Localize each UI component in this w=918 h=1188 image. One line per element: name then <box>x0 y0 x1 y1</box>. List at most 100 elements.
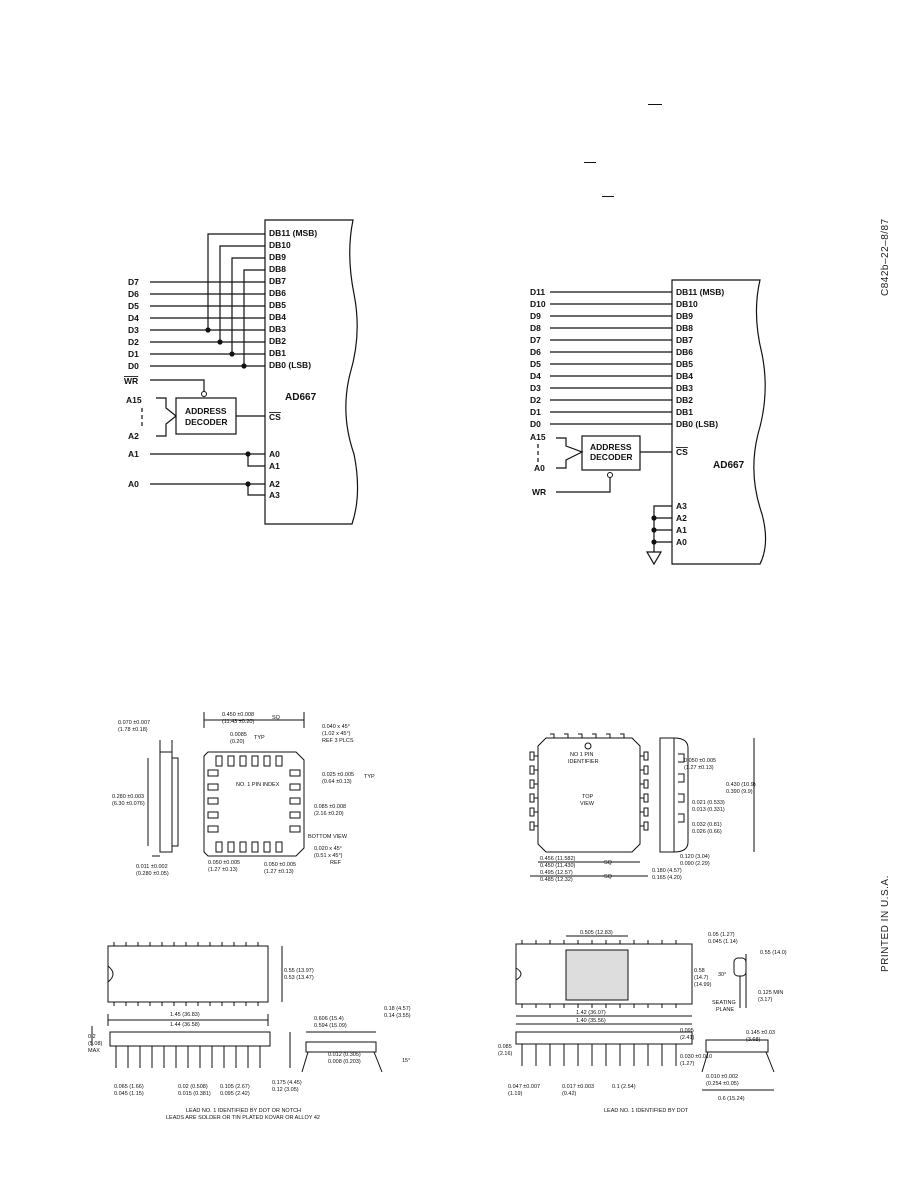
address-low-label: A0 <box>534 463 545 473</box>
dim-text: 0.032 (0.81) <box>692 822 722 828</box>
pin-label: DB11 (MSB) <box>269 228 317 238</box>
dim-text: 1.45 (36.83) <box>170 1012 200 1018</box>
dim-text: 0.025 ±0.005 <box>322 772 354 778</box>
note-text: LEAD NO. 1 IDENTIFIED BY DOT <box>604 1108 689 1114</box>
dim-text: (1.78 ±0.18) <box>118 727 148 733</box>
dim-text: (2.41) <box>680 1035 695 1041</box>
bus-label: D1 <box>128 349 139 359</box>
lcc-package-outline: 0.070 ±0.007 (1.78 ±0.18) 0.450 ±0.008 (… <box>112 712 375 877</box>
dim-text: 0.008 (0.203) <box>328 1059 361 1065</box>
dim-text: 0.175 (4.45) <box>272 1080 302 1086</box>
cdip-package-outline: 0.505 (12.83) 0.05 (1.27) 0.045 (1.14) 0… <box>498 930 787 1114</box>
dim-text: 0.010 ±0.002 <box>706 1074 738 1080</box>
overbar-mark-2 <box>584 162 596 163</box>
bus-label: D3 <box>530 383 541 393</box>
dim-text: 0.55 (14.0) <box>760 950 787 956</box>
dim-text: 0.125 MIN <box>758 990 783 996</box>
dim-text: 0.015 (0.381) <box>178 1091 211 1097</box>
bus-label: D0 <box>530 419 541 429</box>
dim-text: 0.095 (2.42) <box>220 1091 250 1097</box>
bus-label: D0 <box>128 361 139 371</box>
bus-label: D1 <box>530 407 541 417</box>
dim-text: 0.050 ±0.005 <box>208 860 240 866</box>
dim-text: SQ <box>604 860 613 866</box>
decoder-label: ADDRESS <box>185 406 227 416</box>
view-label: VIEW <box>580 801 595 807</box>
bus-label: D10 <box>530 299 546 309</box>
dim-text: (0.42) <box>562 1091 577 1097</box>
dim-text: 1.40 (35.56) <box>576 1018 606 1024</box>
bus-label: D8 <box>530 323 541 333</box>
dim-text: REF 3 PLCS <box>322 738 354 744</box>
pin-label: DB9 <box>676 311 693 321</box>
dim-text: (14.7) <box>694 975 709 981</box>
dim-text: 0.120 (3.04) <box>680 854 710 860</box>
seating-plane-label: PLANE <box>716 1007 734 1013</box>
plcc-package-outline: NO 1 PIN IDENTIFIER TOP VIEW 0.050 ±0.00… <box>529 733 756 883</box>
address-high-label: A15 <box>530 432 546 442</box>
dim-text: 0.020 x 45° <box>314 846 342 852</box>
pin-label: DB6 <box>269 288 286 298</box>
pin-label: DB5 <box>269 300 286 310</box>
dim-text: 0.6 (15.24) <box>718 1096 745 1102</box>
dim-text: 0.050 ±0.005 <box>684 758 716 764</box>
pin-label: DB3 <box>676 383 693 393</box>
dim-text: 0.070 ±0.007 <box>118 720 150 726</box>
a0-input-label: A0 <box>128 479 139 489</box>
dim-text: 0.050 ±0.005 <box>264 862 296 868</box>
dim-text: 0.030 ±0.010 <box>680 1054 712 1060</box>
address-low-label: A2 <box>128 431 139 441</box>
pin-a0-label: A0 <box>269 449 280 459</box>
dim-text: 0.085 ±0.008 <box>314 804 346 810</box>
dim-text: TYP <box>364 774 375 780</box>
dim-text: (0.254 ±0.05) <box>706 1081 739 1087</box>
pin-label: DB4 <box>269 312 286 322</box>
interface-diagram-12bit: DB11 (MSB) DB10 DB9 DB8 DB7 DB6 DB5 DB4 … <box>530 279 767 566</box>
dim-text: 0.017 ±0.003 <box>562 1084 594 1090</box>
dim-text: 0.145 ±0.03 <box>746 1030 775 1036</box>
dim-text: TYP <box>254 735 265 741</box>
pin-a3-label: A3 <box>269 490 280 500</box>
dim-text: (1.02 x 45°) <box>322 731 351 737</box>
decoder-label: DECODER <box>590 452 633 462</box>
dim-text: 0.040 x 45° <box>322 724 350 730</box>
dim-text: (0.51 x 45°) <box>314 853 343 859</box>
dim-text: 0.012 (0.305) <box>328 1052 361 1058</box>
pin-label: DB8 <box>269 264 286 274</box>
dim-text: (1.27 ±0.13) <box>684 765 714 771</box>
dim-text: (0.280 ±0.05) <box>136 871 169 877</box>
pin-identifier-label: NO 1 PIN <box>570 752 594 758</box>
wr-label: WR <box>124 376 138 386</box>
dim-text: MAX <box>88 1048 100 1054</box>
dim-text: 0.021 (0.533) <box>692 800 725 806</box>
dim-text: SQ <box>272 715 281 721</box>
dim-text: 0.505 (12.83) <box>580 930 613 936</box>
pin-a1-label: A1 <box>269 461 280 471</box>
dim-text: (5.08) <box>88 1041 103 1047</box>
bus-label: D6 <box>530 347 541 357</box>
dim-text: 0.53 (13.47) <box>284 975 314 981</box>
dim-text: (1.19) <box>508 1091 523 1097</box>
bus-label: D7 <box>128 277 139 287</box>
dim-text: 30° <box>718 972 726 978</box>
dim-text: 0.14 (3.55) <box>384 1013 411 1019</box>
bus-label: D6 <box>128 289 139 299</box>
dim-text: 0.390 (9.9) <box>726 789 753 795</box>
dim-text: 0.013 (0.331) <box>692 807 725 813</box>
decoder-label: DECODER <box>185 417 228 427</box>
chip-name: AD667 <box>713 460 745 471</box>
pin-a1-label: A1 <box>676 525 687 535</box>
pin-label: DB10 <box>269 240 291 250</box>
pin-index-label: NO. 1 PIN INDEX <box>236 782 280 788</box>
dim-text: 0.05 (1.27) <box>708 932 735 938</box>
dim-text: 0.485 (12.32) <box>540 877 573 883</box>
dim-text: (1.27 ±0.13) <box>264 869 294 875</box>
a1-input-label: A1 <box>128 449 139 459</box>
dim-text: 0.045 (1.15) <box>114 1091 144 1097</box>
dim-text: (1.27 ±0.13) <box>208 867 238 873</box>
chip-name: AD667 <box>285 392 317 403</box>
pin-label: DB3 <box>269 324 286 334</box>
dim-text: 0.594 (15.09) <box>314 1023 347 1029</box>
dim-text: 15° <box>402 1058 410 1064</box>
document-code: C842b–22–8/87 <box>880 218 891 296</box>
